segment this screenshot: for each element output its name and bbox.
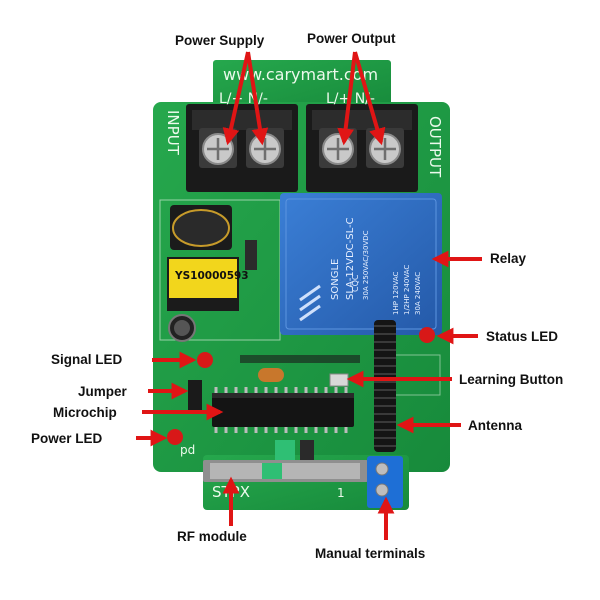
antenna-coil xyxy=(374,320,396,452)
pd-silk: pd xyxy=(180,443,195,457)
annotation-arrows xyxy=(136,51,482,540)
label-signal-led: Signal LED xyxy=(51,352,123,367)
label-antenna: Antenna xyxy=(468,418,522,433)
chip-label: YS10000593 xyxy=(174,270,249,282)
relay-cqc: CQC xyxy=(351,274,360,292)
status-led xyxy=(419,327,435,343)
arrow-power-supply-right xyxy=(246,51,269,146)
learning-button-switch xyxy=(329,373,349,387)
input-terminal-silk: L/+ N/- xyxy=(219,91,268,107)
output-silk: OUTPUT xyxy=(426,116,444,178)
label-microchip: Microchip xyxy=(53,405,117,420)
songle-logo-icon xyxy=(299,284,321,322)
pcb-tab xyxy=(213,60,391,110)
rf-pin-silk: 1 xyxy=(337,486,345,500)
power-led xyxy=(167,429,183,445)
input-terminal-block xyxy=(186,104,298,192)
arrow-power-output-left xyxy=(337,51,357,146)
relay-rating-4: 30A 240VAC xyxy=(414,272,422,315)
relay-rating-3: 1/2HP 240VAC xyxy=(403,265,411,315)
label-power-led: Power LED xyxy=(31,431,103,446)
manual-terminals xyxy=(367,456,403,508)
jumper-header xyxy=(188,380,202,410)
arrow-power-output-right xyxy=(353,51,386,146)
label-rf-module: RF module xyxy=(177,529,247,544)
label-jumper: Jumper xyxy=(78,384,127,399)
input-silk: INPUT xyxy=(164,110,182,156)
label-power-output: Power Output xyxy=(307,31,396,46)
ceramic-capacitor xyxy=(258,368,284,382)
relay-rating-2: 1HP 120VAC xyxy=(392,271,400,315)
signal-led xyxy=(197,352,213,368)
url-silk: www.carymart.com xyxy=(223,65,378,84)
label-manual-terminals: Manual terminals xyxy=(315,546,426,561)
microchip xyxy=(212,387,354,433)
relay xyxy=(280,193,442,335)
rf-module xyxy=(203,460,368,482)
output-terminal-block xyxy=(306,104,418,192)
label-status-led: Status LED xyxy=(486,329,559,344)
arrow-power-supply-left xyxy=(222,51,250,146)
relay-rating-1: 30A 250VAC/30VDC xyxy=(362,230,370,300)
label-power-supply: Power Supply xyxy=(175,33,265,48)
label-relay: Relay xyxy=(490,251,527,266)
power-components xyxy=(167,205,257,342)
relay-brand: SONGLE xyxy=(330,259,341,300)
relay-model: SLA-12VDC-SL-C xyxy=(345,217,356,300)
label-learning-button: Learning Button xyxy=(459,372,564,387)
